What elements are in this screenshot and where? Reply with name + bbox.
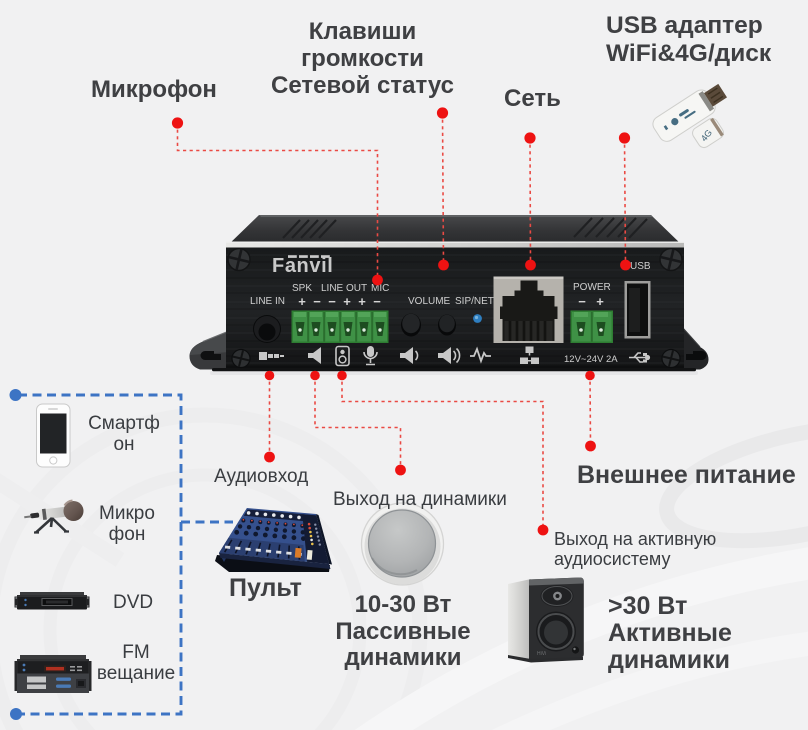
svg-text:SIP/NET: SIP/NET	[455, 296, 494, 307]
svg-text:−: −	[328, 294, 336, 309]
svg-text:MIC: MIC	[371, 283, 389, 294]
svg-text:+: +	[358, 294, 366, 309]
svg-text:USB: USB	[630, 261, 651, 272]
svg-text:+: +	[343, 294, 351, 309]
svg-text:HiVi: HiVi	[537, 651, 546, 657]
svg-text:Fanvil: Fanvil	[272, 255, 333, 277]
svg-text:LINE OUT: LINE OUT	[321, 283, 367, 294]
svg-text:+: +	[596, 294, 604, 309]
svg-text:−: −	[578, 294, 586, 309]
svg-text:+: +	[298, 294, 306, 309]
svg-text:SPK: SPK	[292, 283, 312, 294]
svg-text:−: −	[373, 294, 381, 309]
svg-text:12V~24V 2A: 12V~24V 2A	[564, 354, 618, 365]
svg-text:LINE IN: LINE IN	[250, 296, 285, 307]
svg-text:POWER: POWER	[573, 282, 611, 293]
svg-text:−: −	[313, 294, 321, 309]
svg-text:VOLUME: VOLUME	[408, 296, 451, 307]
